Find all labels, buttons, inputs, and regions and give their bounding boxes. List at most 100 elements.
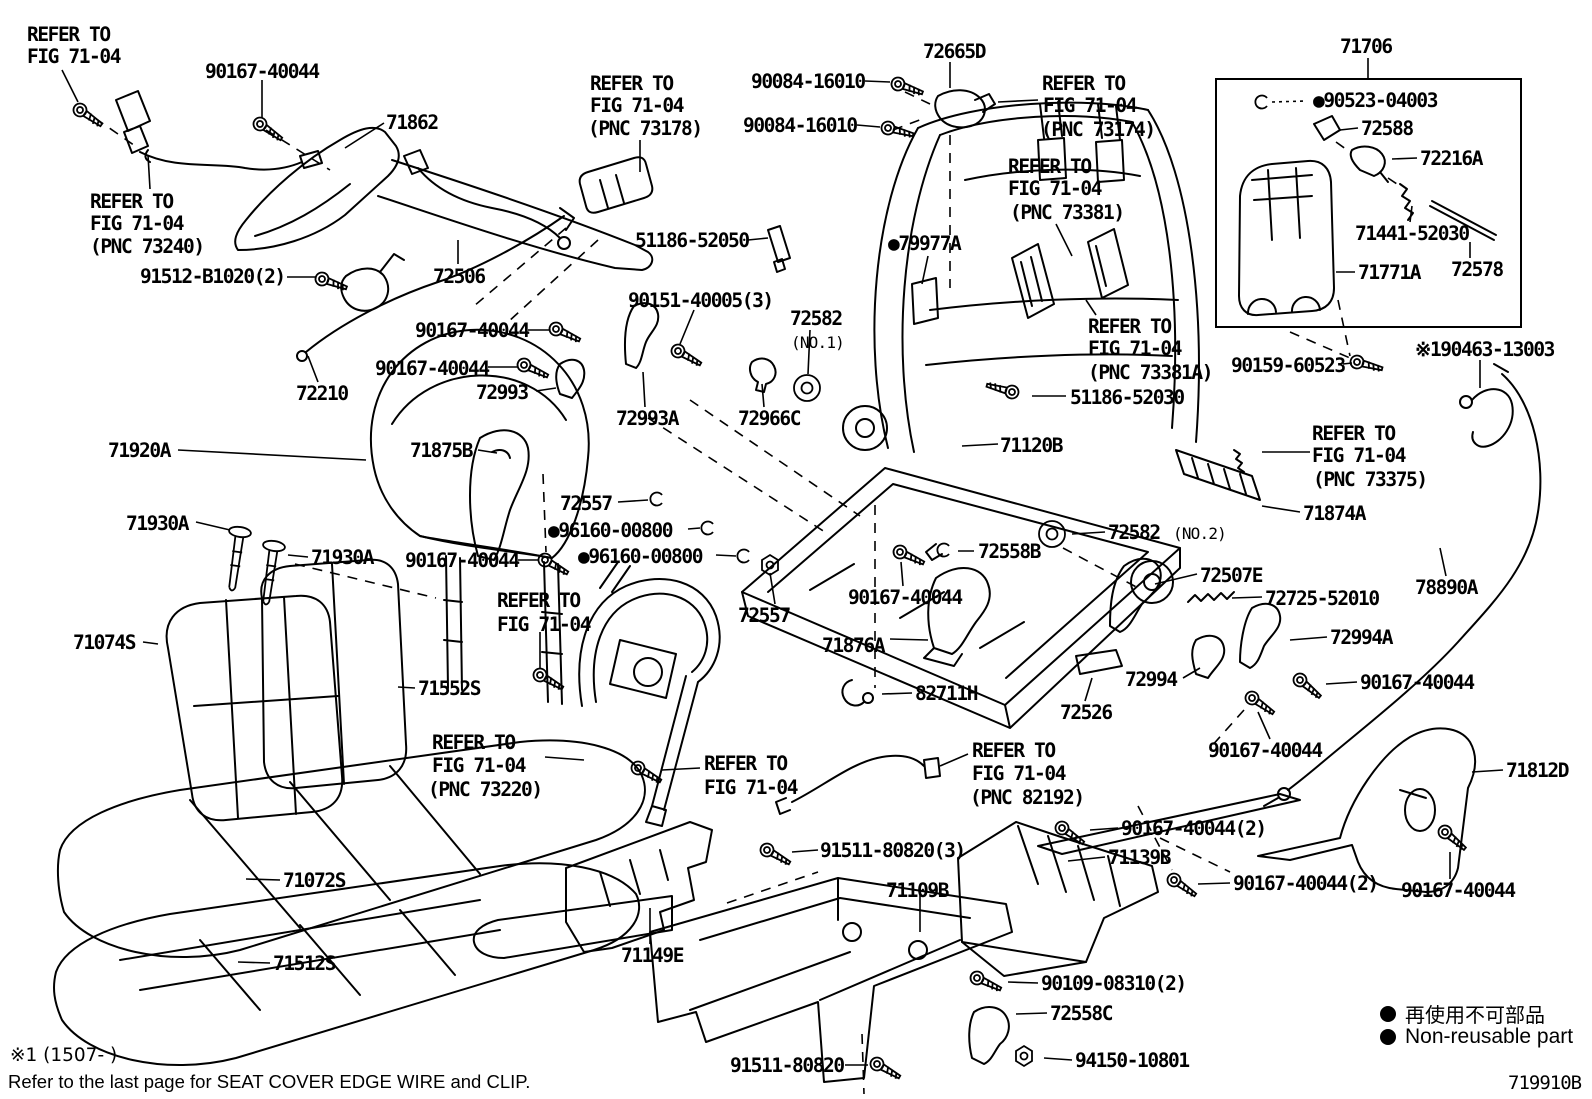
screw-icon [250,114,286,146]
fig-ref-h-line2: FIG 71-04 [497,613,591,636]
legend-non-reusable-jp: 再使用不可部品 [1380,999,1545,1028]
drawing-72526 [1075,649,1123,675]
part-label-91511-80820: 91511-80820 [730,1054,845,1077]
grommet-icon [793,374,821,402]
part-label-96160-00800-a: ●96160-00800 [548,519,673,542]
part-label-90084-16010-b: 90084-16010 [743,114,858,137]
drawing-72507e [1109,557,1162,633]
fig-ref-g-line1: REFER TO [1312,422,1396,445]
part-label-72665d: 72665D [923,40,986,63]
drawing-78890a-cable [1263,363,1542,807]
part-label-90109-08310: 90109-08310(2) [1041,972,1187,995]
part-label-72558c: 72558C [1050,1002,1113,1025]
drawing-buckle-73240 [115,90,323,171]
fig-ref-d-line2: FIG 71-04 [1043,94,1137,117]
fig-ref-f-line1: REFER TO [1088,315,1172,338]
footnote-2: Refer to the last page for SEAT COVER ED… [8,1071,531,1092]
part-label-71875b: 71875B [410,439,473,462]
fig-ref-i-line2: FIG 71-04 [704,776,798,799]
fig-ref-c-line1: REFER TO [590,72,674,95]
drawing-71552s-pad [260,558,408,790]
screw-icon [1164,870,1200,902]
screw-icon [888,74,926,100]
part-label-72994: 72994 [1125,668,1178,691]
screw-icon [1348,353,1385,376]
drawing-72994 [1191,634,1226,679]
drawing-71072s [56,739,646,959]
part-label-96160-00800-b: ●96160-00800 [578,545,703,568]
fig-ref-g-pnc: (PNC 73375) [1313,468,1428,491]
part-label-71552s: 71552S [418,677,481,700]
drawing-71441-spring [1399,183,1414,221]
drawing-91512-bracket [340,253,405,312]
screw-icon [514,355,552,383]
nut-icon [761,554,779,576]
e-ring-icon [700,520,714,536]
part-label-90084-16010-a: 90084-16010 [751,70,866,93]
fig-ref-k-line2: FIG 71-04 [972,762,1066,785]
part-label-90463-13003: ※190463-13003 [1415,338,1555,361]
drawing-72994a [1239,602,1282,669]
part-label-71139b: 71139B [1108,846,1171,869]
fig-ref-h-line1: REFER TO [497,589,581,612]
fig-ref-b-line2: FIG 71-04 [90,212,184,235]
part-label-71930a-a: 71930A [126,512,189,535]
part-label-51186-52030: 51186-52030 [1070,386,1185,409]
drawing-79977a-tag [911,277,939,325]
part-label-71441-52030: 71441-52030 [1355,222,1470,245]
fig-ref-a-line1: REFER TO [27,23,111,46]
drawing-72216a [1349,145,1389,183]
screw-icon [984,378,1021,401]
part-label-90523-04003: ●90523-04003 [1313,89,1438,112]
part-label-72582-no2: 72582 [1108,521,1161,544]
part-label-72966c: 72966C [738,407,801,430]
screw-icon [546,319,584,347]
drawing-72725-spring [1187,591,1235,603]
part-label-90151-40005: 90151-40005(3) [628,289,774,312]
part-label-71920a: 71920A [108,439,171,462]
drawing-trim-73381 [1011,243,1055,319]
screw-icon [628,758,665,788]
part-label-71109b: 71109B [886,879,949,902]
headrest-support-pin-icon [219,524,253,593]
part-label-72216a: 72216A [1420,147,1483,170]
drawing-71552s-belt [578,561,721,827]
fig-ref-d-line1: REFER TO [1042,72,1126,95]
part-label-71072s: 71072S [283,869,346,892]
drawing-71875b [469,429,530,561]
drawing-90463-hook [1459,388,1514,448]
inset-box-71706 [1215,78,1522,328]
part-label-90167-40044x2-b: 90167-40044(2) [1233,872,1379,895]
drawing-clip-51186-52050 [767,225,791,273]
assembly-dash-lines [94,91,1401,1095]
fig-ref-k-line1: REFER TO [972,739,1056,762]
drawing-71771a-board [1238,159,1335,317]
drawing-72506-cable [403,149,571,250]
fig-ref-d-pnc: (PNC 73174) [1041,118,1156,141]
nut-icon [1015,1045,1033,1067]
legend-en-text: Non-reusable part [1405,1025,1574,1048]
drawing-71812d [1037,727,1476,893]
part-label-72557-b: 72557 [738,604,791,627]
fig-ref-f-line2: FIG 71-04 [1088,337,1182,360]
fig-ref-j-pnc: (PNC 73220) [428,778,543,801]
drawing-71139b [957,821,1159,977]
part-label-91511-80820x3: 91511-80820(3) [820,839,966,862]
drawing-72578-rod [1429,200,1497,241]
part-label-90167-40044-d: 90167-40044 [405,549,520,572]
screw-icon [890,542,928,570]
part-label-94150-10801: 94150-10801 [1075,1049,1190,1072]
non-reusable-bullet-icon [1380,1029,1396,1045]
part-label-90167-40044-f: 90167-40044 [1360,671,1475,694]
footnote-1: ※1 (1507- ) [10,1045,118,1066]
fig-ref-e-pnc: (PNC 73381) [1010,201,1125,224]
fig-ref-c-line2: FIG 71-04 [590,94,684,117]
drawing-72558b-pin [925,543,943,561]
drawing-72210-cable [296,207,575,362]
legend-jp-text: 再使用不可部品 [1405,1003,1545,1027]
drawing-73375-spring [1233,449,1245,473]
drawing-82711h [841,679,874,707]
fig-ref-k-pnc: (PNC 82192) [970,786,1085,809]
part-label-72588: 72588 [1361,117,1414,140]
